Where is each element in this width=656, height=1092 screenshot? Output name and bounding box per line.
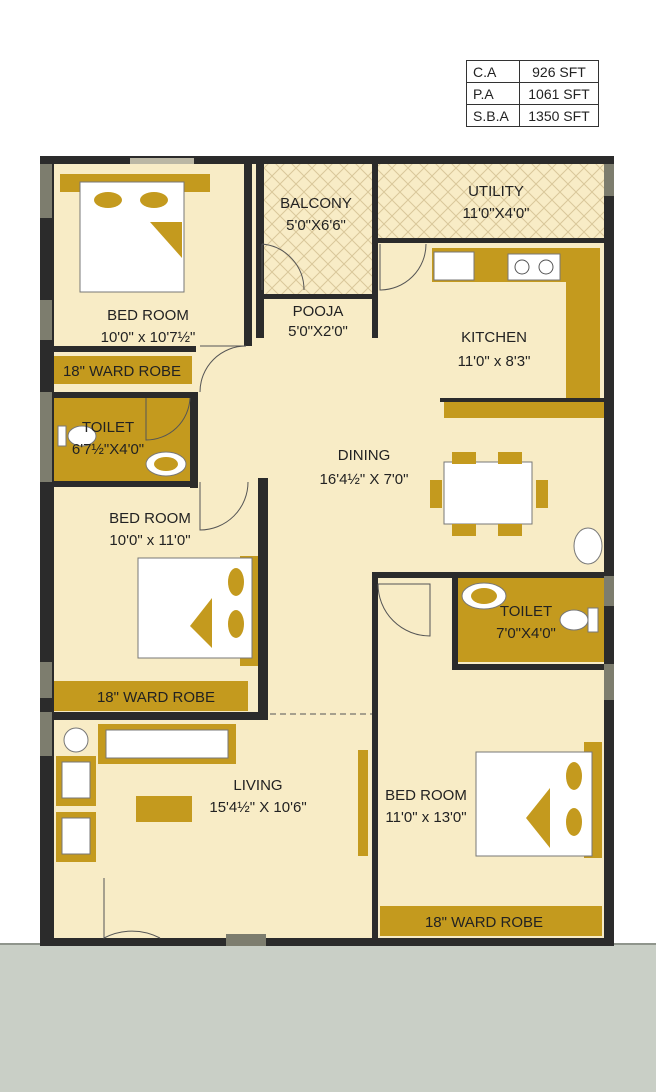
- dining-table: [430, 452, 548, 536]
- living-furniture: [56, 724, 236, 862]
- wardrobe1-label: 18" WARD ROBE: [63, 363, 181, 380]
- balcony-size: 5'0"X6'6": [286, 217, 346, 234]
- toilet1-size: 6'7½"X4'0": [72, 441, 144, 458]
- walls: [40, 156, 614, 946]
- dining-name: DINING: [338, 447, 391, 464]
- pooja-name: POOJA: [293, 303, 344, 320]
- wardrobe3-label: 18" WARD ROBE: [425, 914, 543, 931]
- doors: [103, 243, 431, 939]
- bed-2: [137, 556, 258, 666]
- bedroom1-size: 10'0" x 10'7½": [101, 329, 196, 346]
- balcony-floor: [262, 162, 372, 294]
- area-table: C.A 926 SFT P.A 1061 SFT S.B.A 1350 SFT: [466, 60, 599, 127]
- bedroom3-name: BED ROOM: [385, 787, 467, 804]
- living-size: 15'4½" X 10'6": [209, 799, 306, 816]
- area-row: S.B.A 1350 SFT: [466, 104, 599, 127]
- toilet2-name: TOILET: [500, 603, 552, 620]
- toilet-2-fixtures: [461, 582, 599, 633]
- pooja-size: 5'0"X2'0": [288, 323, 348, 340]
- area-value: 1350 SFT: [519, 104, 599, 127]
- kitchen-size: 11'0" x 8'3": [458, 353, 531, 370]
- bedroom3-size: 11'0" x 13'0": [385, 809, 466, 826]
- bedroom2-size: 10'0" x 11'0": [109, 532, 190, 549]
- utility-size: 11'0"X4'0": [463, 205, 530, 222]
- wardrobe2-label: 18" WARD ROBE: [97, 689, 215, 706]
- toilet1-name: TOILET: [82, 419, 134, 436]
- utility-name: UTILITY: [468, 183, 524, 200]
- dining-size: 16'4½" X 7'0": [320, 471, 409, 488]
- bedroom2-name: BED ROOM: [109, 510, 191, 527]
- bed-3: [475, 742, 602, 858]
- wardrobe-3: [380, 906, 602, 936]
- wash-basin: [573, 527, 603, 565]
- toilet-1-fixtures: [57, 425, 187, 477]
- bedroom1-name: BED ROOM: [107, 307, 189, 324]
- utility-floor: [376, 162, 606, 240]
- kitchen-counter-bottom: [444, 400, 604, 418]
- kitchen-fixtures: [433, 251, 561, 281]
- living-name: LIVING: [233, 777, 282, 794]
- ground-area: [0, 944, 656, 1092]
- room-labels: BED ROOM 10'0" x 10'7½" 18" WARD ROBE TO…: [63, 183, 556, 931]
- bed-1: [60, 174, 210, 293]
- kitchen-name: KITCHEN: [461, 329, 527, 346]
- living-wall-panel: [358, 750, 368, 856]
- wardrobe-2: [52, 681, 248, 711]
- wardrobe-1: [52, 356, 192, 384]
- windows: [40, 158, 614, 946]
- balcony-name: BALCONY: [280, 195, 352, 212]
- toilet2-size: 7'0"X4'0": [496, 625, 556, 642]
- area-label: S.B.A: [466, 104, 520, 127]
